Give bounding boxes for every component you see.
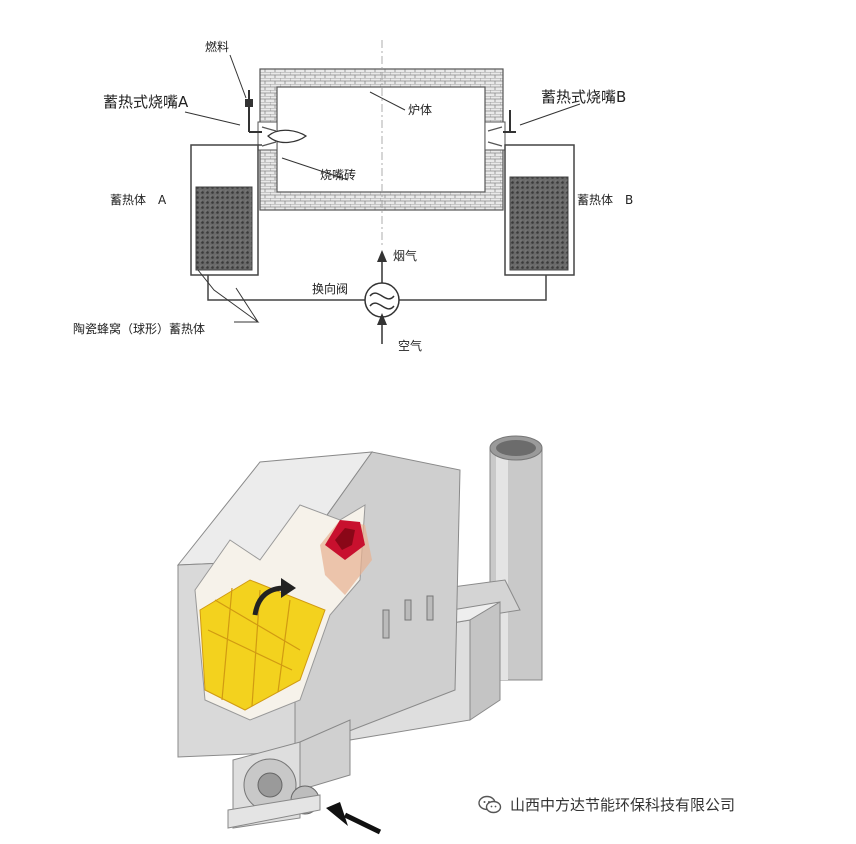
blower-fan xyxy=(227,719,351,829)
fuel-pipe xyxy=(245,90,516,133)
label-burner-a: 蓄热式烧嘴A xyxy=(103,93,189,111)
regenerator-a xyxy=(190,144,262,276)
burner-a xyxy=(257,121,308,151)
flue-gas-arrow xyxy=(377,250,387,283)
bolts xyxy=(382,595,434,639)
furnace-body xyxy=(259,68,504,211)
leader-lines xyxy=(184,54,581,323)
label-flue-gas: 烟气 xyxy=(393,249,418,263)
reversing-valve xyxy=(364,282,400,318)
air-arrow xyxy=(377,313,387,344)
watermark: 山西中方达节能环保科技有限公司 xyxy=(478,794,735,815)
wechat-icon xyxy=(478,795,502,815)
label-furnace-body: 炉体 xyxy=(408,103,433,117)
honeycomb-media xyxy=(199,578,326,711)
label-fuel: 燃料 xyxy=(205,40,230,54)
connecting-duct xyxy=(207,275,547,301)
label-regenerator-a: 蓄热体 A xyxy=(110,193,167,207)
regenerator-b xyxy=(504,144,575,276)
label-air: 空气 xyxy=(398,339,423,353)
watermark-text: 山西中方达节能环保科技有限公司 xyxy=(510,796,736,814)
flame xyxy=(320,520,372,595)
label-reversing-valve: 换向阀 xyxy=(312,282,349,296)
label-regenerator-b: 蓄热体 B xyxy=(577,193,634,207)
label-burner-brick: 烧嘴砖 xyxy=(320,168,357,182)
label-burner-b: 蓄热式烧嘴B xyxy=(541,88,627,106)
label-ceramic-media: 陶瓷蜂窝（球形）蓄热体 xyxy=(73,322,206,336)
burner-b xyxy=(484,121,506,151)
flame-a xyxy=(267,129,308,144)
air-inlet-arrow xyxy=(326,802,382,835)
